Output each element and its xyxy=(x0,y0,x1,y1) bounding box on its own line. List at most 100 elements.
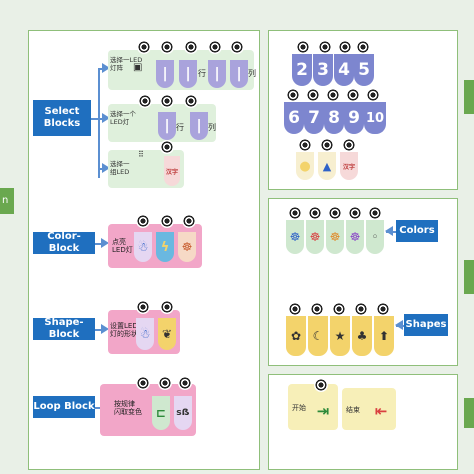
loop-block-var-tile: sẞ xyxy=(174,396,192,430)
eye-icon xyxy=(376,302,390,316)
colors-label: Colors xyxy=(396,220,438,242)
select-row2-tile-2: | xyxy=(190,112,208,140)
eye-icon xyxy=(332,302,346,316)
eye-icon xyxy=(286,88,300,102)
chinese-char-tile: 汉字 xyxy=(340,152,358,180)
eye-icon xyxy=(366,88,380,102)
right-edge-tab-mid xyxy=(464,260,474,294)
connector-select-vertical xyxy=(98,68,100,178)
grid-icon: ▣ xyxy=(133,62,143,73)
loop-block-stairs-tile: ⊏ xyxy=(152,396,170,430)
eye-icon xyxy=(184,40,198,54)
left-edge-tab-label: n xyxy=(2,195,9,206)
connector-select-stem xyxy=(91,118,99,120)
end-block-text: 结束 xyxy=(346,406,360,414)
eye-icon xyxy=(308,206,322,220)
color-tile-2: ☸ xyxy=(306,220,324,254)
end-exit-icon: ⇤ xyxy=(370,396,392,426)
eye-icon xyxy=(230,40,244,54)
left-edge-tab: n xyxy=(0,188,14,214)
arrow-select-row2 xyxy=(102,113,110,123)
arrow-select-row1 xyxy=(102,63,110,73)
connector-select-row3 xyxy=(98,168,104,170)
select-row2-row-label: 行 xyxy=(176,123,184,132)
select-row1-tile-1: | xyxy=(156,60,174,88)
eye-icon xyxy=(184,94,198,108)
loop-block-text: 按规律 闪取变色 xyxy=(114,400,142,416)
eye-icon xyxy=(158,376,172,390)
eye-icon xyxy=(160,40,174,54)
eye-icon xyxy=(342,138,356,152)
color-block-text: 点亮 LED灯 xyxy=(112,238,133,254)
eye-icon xyxy=(318,40,332,54)
eye-icon xyxy=(138,94,152,108)
shape-block-label: Shape-Block xyxy=(33,317,95,340)
eye-icon xyxy=(296,40,310,54)
number-tile-9: 9 xyxy=(344,102,364,134)
shape-tile-flower: ✿ xyxy=(286,316,306,356)
shape-tile-tree: ♣ xyxy=(352,316,372,356)
eye-icon xyxy=(136,300,150,314)
color-tile-5: ◦ xyxy=(366,220,384,254)
color-tile-4: ☸ xyxy=(346,220,364,254)
eye-icon xyxy=(288,302,302,316)
select-row3-text: 选择一 组LED xyxy=(110,160,130,176)
eye-icon xyxy=(160,300,174,314)
eye-icon xyxy=(182,214,196,228)
eye-icon xyxy=(326,88,340,102)
select-row1-tile-2: | xyxy=(179,60,197,88)
color-block-label: Color-Block xyxy=(33,231,95,254)
connector-loop xyxy=(95,407,101,409)
shape-block-text: 设置LED 灯的形状 xyxy=(110,322,138,338)
select-row2-text: 选择一个 LED灯 xyxy=(110,110,136,126)
eye-icon xyxy=(136,214,150,228)
select-blocks-label: Select Blocks xyxy=(33,100,91,136)
number-tile-5: 5 xyxy=(354,54,374,86)
eye-icon xyxy=(320,138,334,152)
select-row1-tile-4: | xyxy=(230,60,248,88)
eye-icon xyxy=(306,88,320,102)
arrow-select-row3 xyxy=(102,163,110,173)
number-tile-4: 4 xyxy=(334,54,354,86)
triangle-shape-tile: ▲ xyxy=(318,152,336,180)
eye-icon xyxy=(314,378,328,392)
start-enter-icon: ⇥ xyxy=(312,396,334,426)
eye-icon xyxy=(160,140,174,154)
select-row1-col-label: 列 xyxy=(248,69,256,78)
shape-block-shape-tile: ❦ xyxy=(158,318,176,350)
select-row2-col-label: 列 xyxy=(208,123,216,132)
color-block-person-tile: ☃ xyxy=(134,232,152,262)
eye-icon xyxy=(368,206,382,220)
start-block-text: 开始 xyxy=(292,404,306,412)
dots-icon: ⠿ xyxy=(138,150,144,159)
connector-select-row2 xyxy=(98,118,104,120)
eye-icon xyxy=(160,214,174,228)
number-tile-2: 2 xyxy=(292,54,312,86)
right-edge-tab-top xyxy=(464,80,474,114)
select-row1-tile-3: | xyxy=(208,60,226,88)
right-edge-tab-bottom xyxy=(464,398,474,428)
arrow-shapes xyxy=(395,320,403,330)
eye-icon xyxy=(328,206,342,220)
connector-shape xyxy=(95,329,103,331)
eye-icon xyxy=(137,40,151,54)
arrow-colors xyxy=(385,226,393,236)
number-tile-3: 3 xyxy=(313,54,333,86)
eye-icon xyxy=(160,94,174,108)
eye-icon xyxy=(288,206,302,220)
arrow-color xyxy=(101,238,109,248)
color-block-palette-tile: ☸ xyxy=(178,232,196,262)
select-row2-tile-1: | xyxy=(158,112,176,140)
select-row1-text: 选择一LED 灯阵 xyxy=(110,56,143,72)
eye-icon xyxy=(348,206,362,220)
connector-color xyxy=(95,243,103,245)
color-block-bolt-tile: ϟ xyxy=(156,232,174,262)
eye-icon xyxy=(346,88,360,102)
number-tile-6: 6 xyxy=(284,102,304,134)
shape-tile-moon: ☾ xyxy=(308,316,328,356)
arrow-shape xyxy=(101,324,109,334)
circle-shape-tile: ● xyxy=(296,152,314,180)
select-row1-row-label: 行 xyxy=(198,69,206,78)
color-tile-1: ☸ xyxy=(286,220,304,254)
eye-icon xyxy=(338,40,352,54)
